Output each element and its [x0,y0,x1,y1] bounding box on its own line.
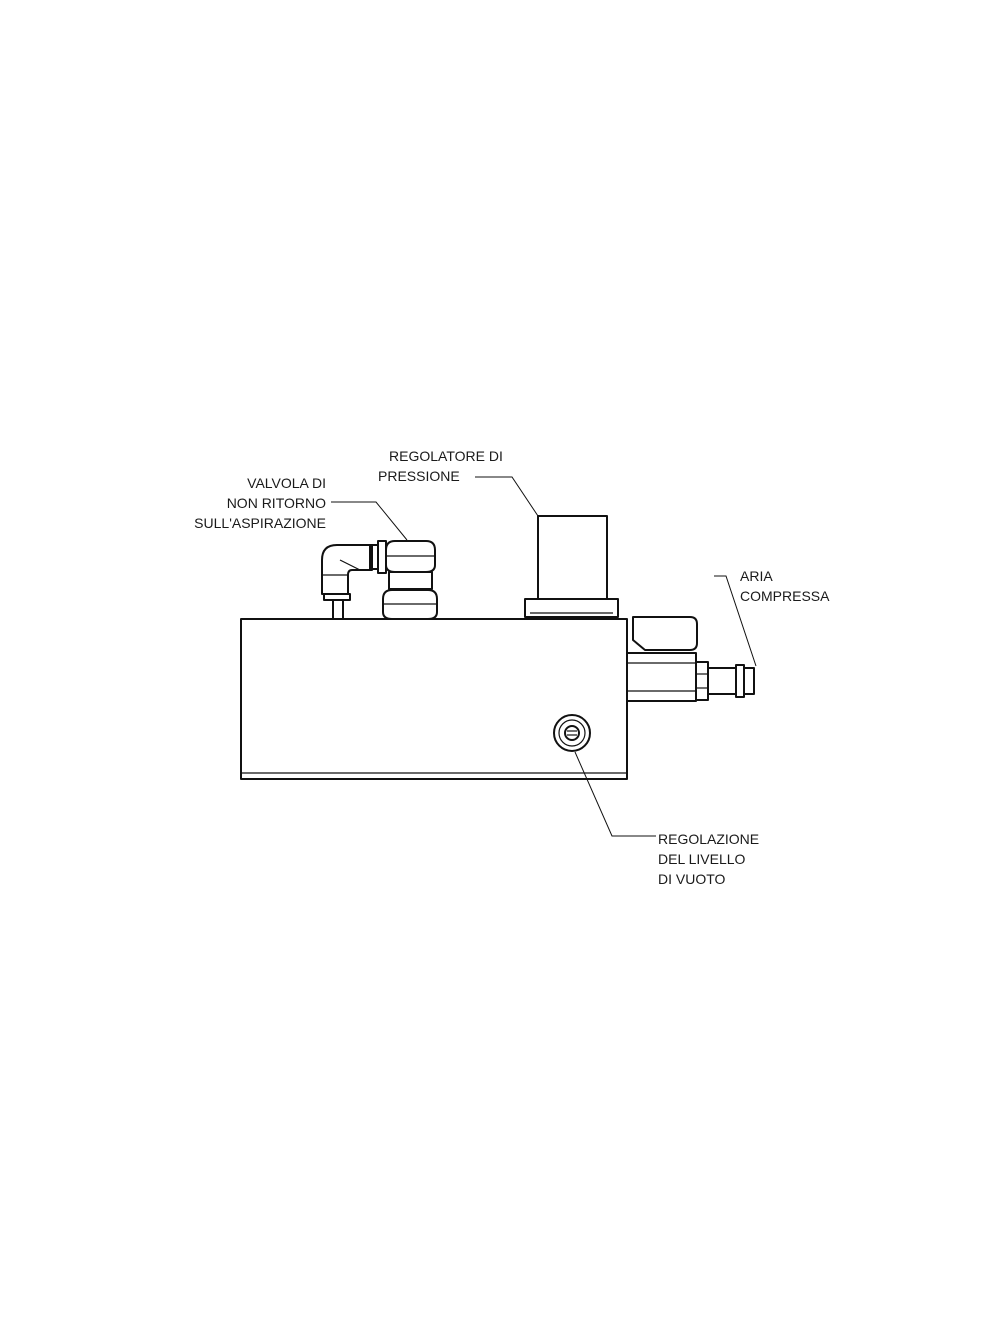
leader-compressed-air [714,575,757,667]
label-vacuum-adjust: REGOLAZIONE DEL LIVELLO DI VUOTO [658,831,760,887]
vacuum-adjust-screw [553,714,591,752]
elbow-fitting [321,544,379,619]
label-pressure-regulator: REGOLATORE DI PRESSIONE [378,448,503,484]
air-inlet-valve [626,616,755,702]
leader-vacuum-adjust [574,751,656,837]
check-valve [377,540,438,620]
label-check-valve: VALVOLA DI NON RITORNO SULL'ASPIRAZIONE [194,475,326,531]
pressure-regulator [524,515,619,618]
leader-pressure-regulator [475,476,539,517]
label-compressed-air: ARIA COMPRESSA [740,568,830,604]
main-body [240,618,628,780]
leader-check-valve [331,501,408,541]
